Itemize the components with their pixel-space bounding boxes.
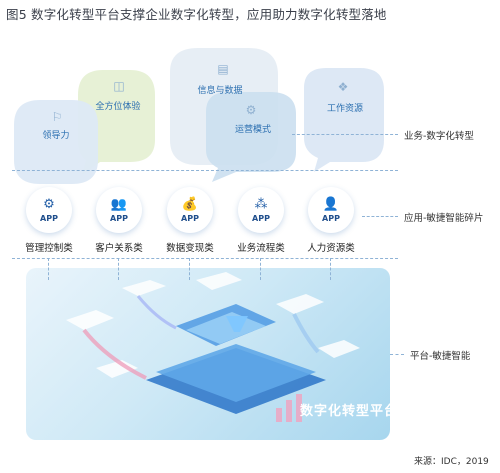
operation-icon: ⚙ bbox=[245, 103, 257, 117]
app-badge: APP bbox=[40, 213, 58, 223]
pipe-2 bbox=[292, 313, 320, 354]
arrow-management bbox=[48, 258, 49, 280]
bubble-label-operation: 运营模式 bbox=[234, 125, 271, 135]
experience-icon: ◫ bbox=[113, 79, 125, 93]
arrow-process bbox=[260, 258, 261, 280]
app-label-process: 业务流程类 bbox=[237, 243, 285, 254]
app-platform-divider bbox=[12, 258, 398, 259]
platform-layer-label: 平台-敏捷智能 bbox=[410, 351, 471, 362]
source-note: 来源：IDC，2019 bbox=[414, 457, 489, 467]
platform-name: 数字化转型平台 bbox=[300, 404, 399, 419]
hr-icon: 👤 bbox=[322, 196, 340, 212]
bubble-label-data: 信息与数据 bbox=[197, 86, 243, 96]
bubble-leadership-shape bbox=[14, 100, 98, 184]
people-icon: 👥 bbox=[110, 196, 128, 212]
pipe-1 bbox=[82, 328, 147, 380]
application-layer-label: 应用-敏捷智能碎片 bbox=[404, 213, 484, 224]
platform-base-top bbox=[156, 344, 316, 402]
data-icon: ▤ bbox=[217, 62, 229, 76]
gear-network-icon: ⚙ bbox=[43, 196, 55, 212]
business-layer-line bbox=[292, 134, 398, 135]
bar-2 bbox=[286, 400, 292, 422]
bar-3 bbox=[296, 394, 302, 422]
tile-2 bbox=[96, 360, 138, 378]
app-management-card[interactable]: ⚙ APP bbox=[26, 187, 72, 233]
funnel-shape bbox=[226, 316, 248, 332]
platform-panel bbox=[26, 268, 390, 440]
money-icon: 💰 bbox=[181, 196, 199, 212]
tile-4 bbox=[318, 340, 360, 358]
flow-grid-icon: ⁂ bbox=[254, 196, 268, 212]
app-badge: APP bbox=[322, 213, 340, 223]
leadership-icon: ⚐ bbox=[51, 110, 63, 124]
pipe-3 bbox=[136, 295, 177, 330]
arrow-hr bbox=[330, 258, 331, 280]
app-customer-card[interactable]: 👥 APP bbox=[96, 187, 142, 233]
bubble-label-resource: 工作资源 bbox=[326, 104, 363, 114]
app-hr-card[interactable]: 👤 APP bbox=[308, 187, 354, 233]
resource-icon: ❖ bbox=[337, 80, 349, 94]
app-badge: APP bbox=[181, 213, 199, 223]
bubble-cluster bbox=[14, 48, 384, 184]
tile-6 bbox=[196, 272, 242, 290]
platform-illustration bbox=[66, 272, 360, 422]
floating-tiles bbox=[66, 272, 360, 378]
bubble-resource-shape bbox=[304, 68, 384, 172]
app-data-card[interactable]: 💰 APP bbox=[167, 187, 213, 233]
arrow-data bbox=[189, 258, 190, 280]
bar-decoration bbox=[276, 394, 302, 422]
arrow-customer bbox=[118, 258, 119, 280]
bubble-label-experience: 全方位体验 bbox=[95, 102, 141, 112]
business-app-divider bbox=[12, 170, 398, 171]
app-label-data: 数据变现类 bbox=[166, 243, 214, 254]
tile-5 bbox=[122, 280, 166, 296]
app-label-customer: 客户关系类 bbox=[95, 243, 143, 254]
tile-3 bbox=[276, 294, 324, 314]
application-layer-line bbox=[362, 216, 398, 217]
platform-layer-line bbox=[390, 354, 404, 355]
tile-1 bbox=[66, 310, 114, 330]
bubble-operation-shape bbox=[206, 92, 296, 182]
bar-1 bbox=[276, 408, 282, 422]
app-badge: APP bbox=[252, 213, 270, 223]
app-label-hr: 人力资源类 bbox=[307, 243, 355, 254]
business-layer-label: 业务-数字化转型 bbox=[404, 131, 474, 142]
figure-title: 图5 数字化转型平台支撑企业数字化转型，应用助力数字化转型落地 bbox=[6, 7, 387, 22]
app-label-management: 管理控制类 bbox=[25, 243, 73, 254]
app-process-card[interactable]: ⁂ APP bbox=[238, 187, 284, 233]
app-badge: APP bbox=[110, 213, 128, 223]
bubble-label-leadership: 领导力 bbox=[42, 131, 70, 141]
